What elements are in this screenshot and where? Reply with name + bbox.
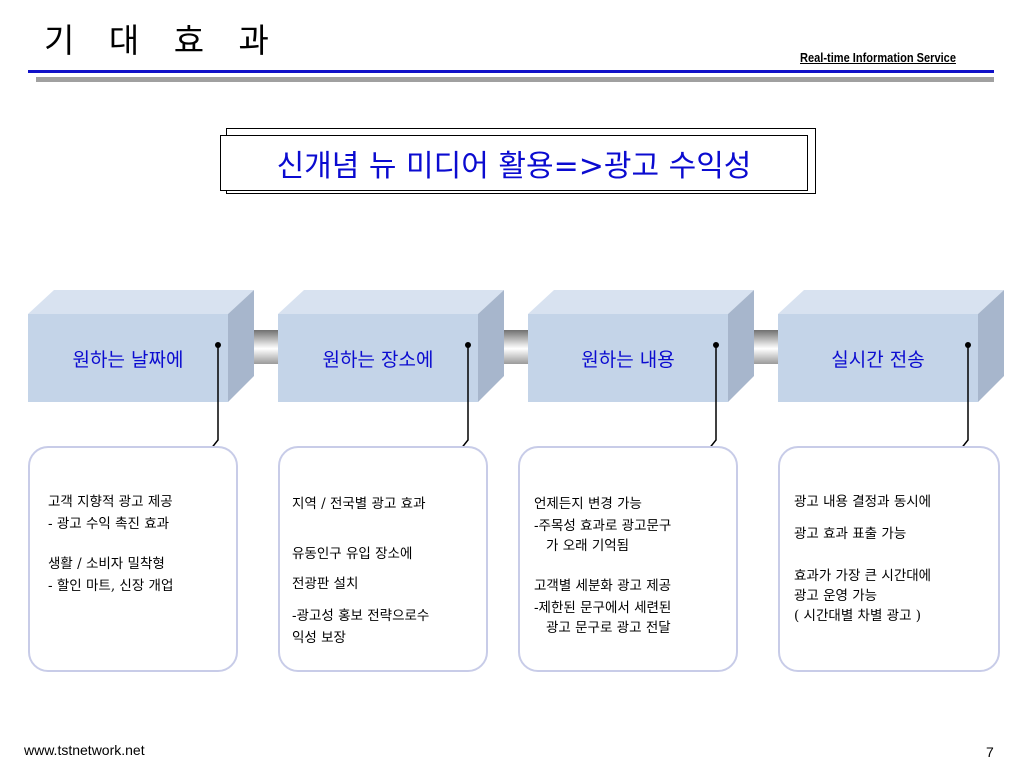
info-line: 광고 내용 결정과 동시에	[794, 494, 932, 510]
cube-3d-shape	[778, 290, 1004, 402]
info-line: -주목성 효과로 광고문구	[534, 518, 672, 534]
cube-3d-shape	[278, 290, 504, 402]
info-line: 고객 지향적 광고 제공	[48, 494, 173, 510]
info-line: 광고 운영 가능	[794, 588, 878, 604]
info-line: 생활 / 소비자 밀착형	[48, 556, 165, 572]
info-line: ( 시간대별 차별 광고 )	[794, 608, 922, 624]
info-line: -제한된 문구에서 세련된	[534, 600, 672, 616]
info-line: 고객별 세분화 광고 제공	[534, 578, 672, 594]
info-box-1: 고객 지향적 광고 제공 - 광고 수익 촉진 효과 생활 / 소비자 밀착형 …	[28, 446, 238, 672]
info-line: 익성 보장	[292, 630, 346, 646]
step-label: 원하는 장소에	[278, 314, 478, 402]
step-label: 원하는 내용	[528, 314, 728, 402]
header-rule-blue	[28, 70, 994, 73]
info-line: 지역 / 전국별 광고 효과	[292, 496, 426, 512]
info-line: 유동인구 유입 장소에	[292, 546, 413, 562]
page-number: 7	[986, 744, 994, 760]
info-line: 전광판 설치	[292, 576, 359, 592]
headline-box: 신개념 뉴 미디어 활용=>광고 수익성	[220, 135, 808, 191]
step-cube-4: 실시간 전송	[778, 290, 1004, 402]
info-line: -광고성 홍보 전략으로수	[292, 608, 430, 624]
info-line: 가 오래 기억됨	[546, 538, 630, 554]
info-line: 언제든지 변경 가능	[534, 496, 642, 512]
info-line: - 광고 수익 촉진 효과	[48, 516, 170, 532]
info-line: 광고 문구로 광고 전달	[546, 620, 671, 636]
info-line: 광고 효과 표출 가능	[794, 526, 907, 542]
info-box-3: 언제든지 변경 가능 -주목성 효과로 광고문구 가 오래 기억됨 고객별 세분…	[518, 446, 738, 672]
brand-tagline: Real-time Information Service	[800, 50, 956, 65]
page-title: 기 대 효 과	[44, 21, 281, 60]
footer-website: www.tstnetwork.net	[24, 742, 145, 758]
info-line: 효과가 가장 큰 시간대에	[794, 568, 932, 584]
info-line: - 할인 마트, 신장 개업	[48, 578, 174, 594]
step-cube-2: 원하는 장소에	[278, 290, 504, 402]
header-rule-gray	[36, 77, 994, 82]
info-box-4: 광고 내용 결정과 동시에 광고 효과 표출 가능 효과가 가장 큰 시간대에 …	[778, 446, 1000, 672]
step-cube-3: 원하는 내용	[528, 290, 754, 402]
step-label: 실시간 전송	[778, 314, 978, 402]
cube-3d-shape	[528, 290, 754, 402]
info-box-2: 지역 / 전국별 광고 효과 유동인구 유입 장소에 전광판 설치 -광고성 홍…	[278, 446, 488, 672]
cube-3d-shape	[28, 290, 254, 402]
step-cube-1: 원하는 날짜에	[28, 290, 254, 402]
step-label: 원하는 날짜에	[28, 314, 228, 402]
